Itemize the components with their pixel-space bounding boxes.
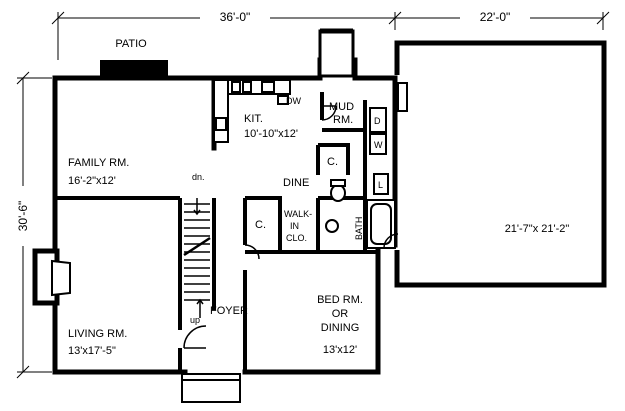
garage-walls: [394, 40, 607, 288]
staircase: [183, 198, 211, 318]
bath-fixtures: [325, 179, 396, 249]
label-garage-size: 21'-7"x 21'-2": [505, 223, 570, 235]
label-walk-3: CLO.: [286, 233, 307, 243]
label-kitchen-size: 10'-10"x12': [244, 128, 298, 140]
label-patio: PATIO: [115, 38, 147, 50]
label-bath: BATH: [354, 217, 364, 240]
label-bed-3: DINING: [321, 322, 360, 334]
label-family-room: FAMILY RM.: [68, 157, 129, 169]
label-dine: DINE: [283, 177, 309, 189]
label-bed-2: OR: [332, 308, 349, 320]
label-bed-1: BED RM.: [317, 294, 363, 306]
label-foyer: FOYER: [210, 305, 248, 317]
dim-label-bg-3: [13, 186, 33, 246]
garage-step: [397, 82, 408, 112]
label-family-size: 16'-2"x12': [68, 175, 116, 187]
label-mud-1: MUD: [329, 101, 354, 113]
door-swings: [183, 105, 399, 349]
label-washer: W: [374, 140, 383, 150]
laundry-appliances: [369, 107, 389, 195]
label-laundry: L: [378, 180, 383, 190]
label-kitchen: KIT.: [244, 113, 263, 125]
front-stoop: [181, 373, 241, 403]
label-closet-dine: C.: [327, 156, 338, 168]
fireplace-hearth: [51, 259, 71, 297]
label-walk-2: IN: [290, 221, 299, 231]
label-living-room: LIVING RM.: [68, 328, 127, 340]
label-bed-size: 13'x12': [323, 344, 357, 356]
interior-walls: [55, 92, 378, 372]
dim-top-house: 36'-0": [220, 10, 251, 24]
label-dryer: D: [374, 116, 381, 126]
dim-label-bg-1: [200, 8, 270, 24]
patio-slab: [100, 60, 168, 76]
label-stair-down: dn.: [192, 172, 205, 182]
label-walk-1: WALK-: [284, 209, 312, 219]
flue-box: [318, 29, 355, 78]
dim-left-depth: 30'-6": [16, 201, 30, 232]
label-dishwasher: DW: [286, 96, 301, 106]
label-living-size: 13'x17'-5": [68, 345, 116, 357]
label-closet-foyer: C.: [255, 219, 266, 231]
kitchen-counters: [213, 79, 291, 143]
dim-top-garage: 22'-0": [480, 10, 511, 24]
dim-label-bg-2: [460, 8, 530, 24]
label-stair-up: up: [190, 315, 200, 325]
label-mud-2: RM.: [333, 114, 353, 126]
